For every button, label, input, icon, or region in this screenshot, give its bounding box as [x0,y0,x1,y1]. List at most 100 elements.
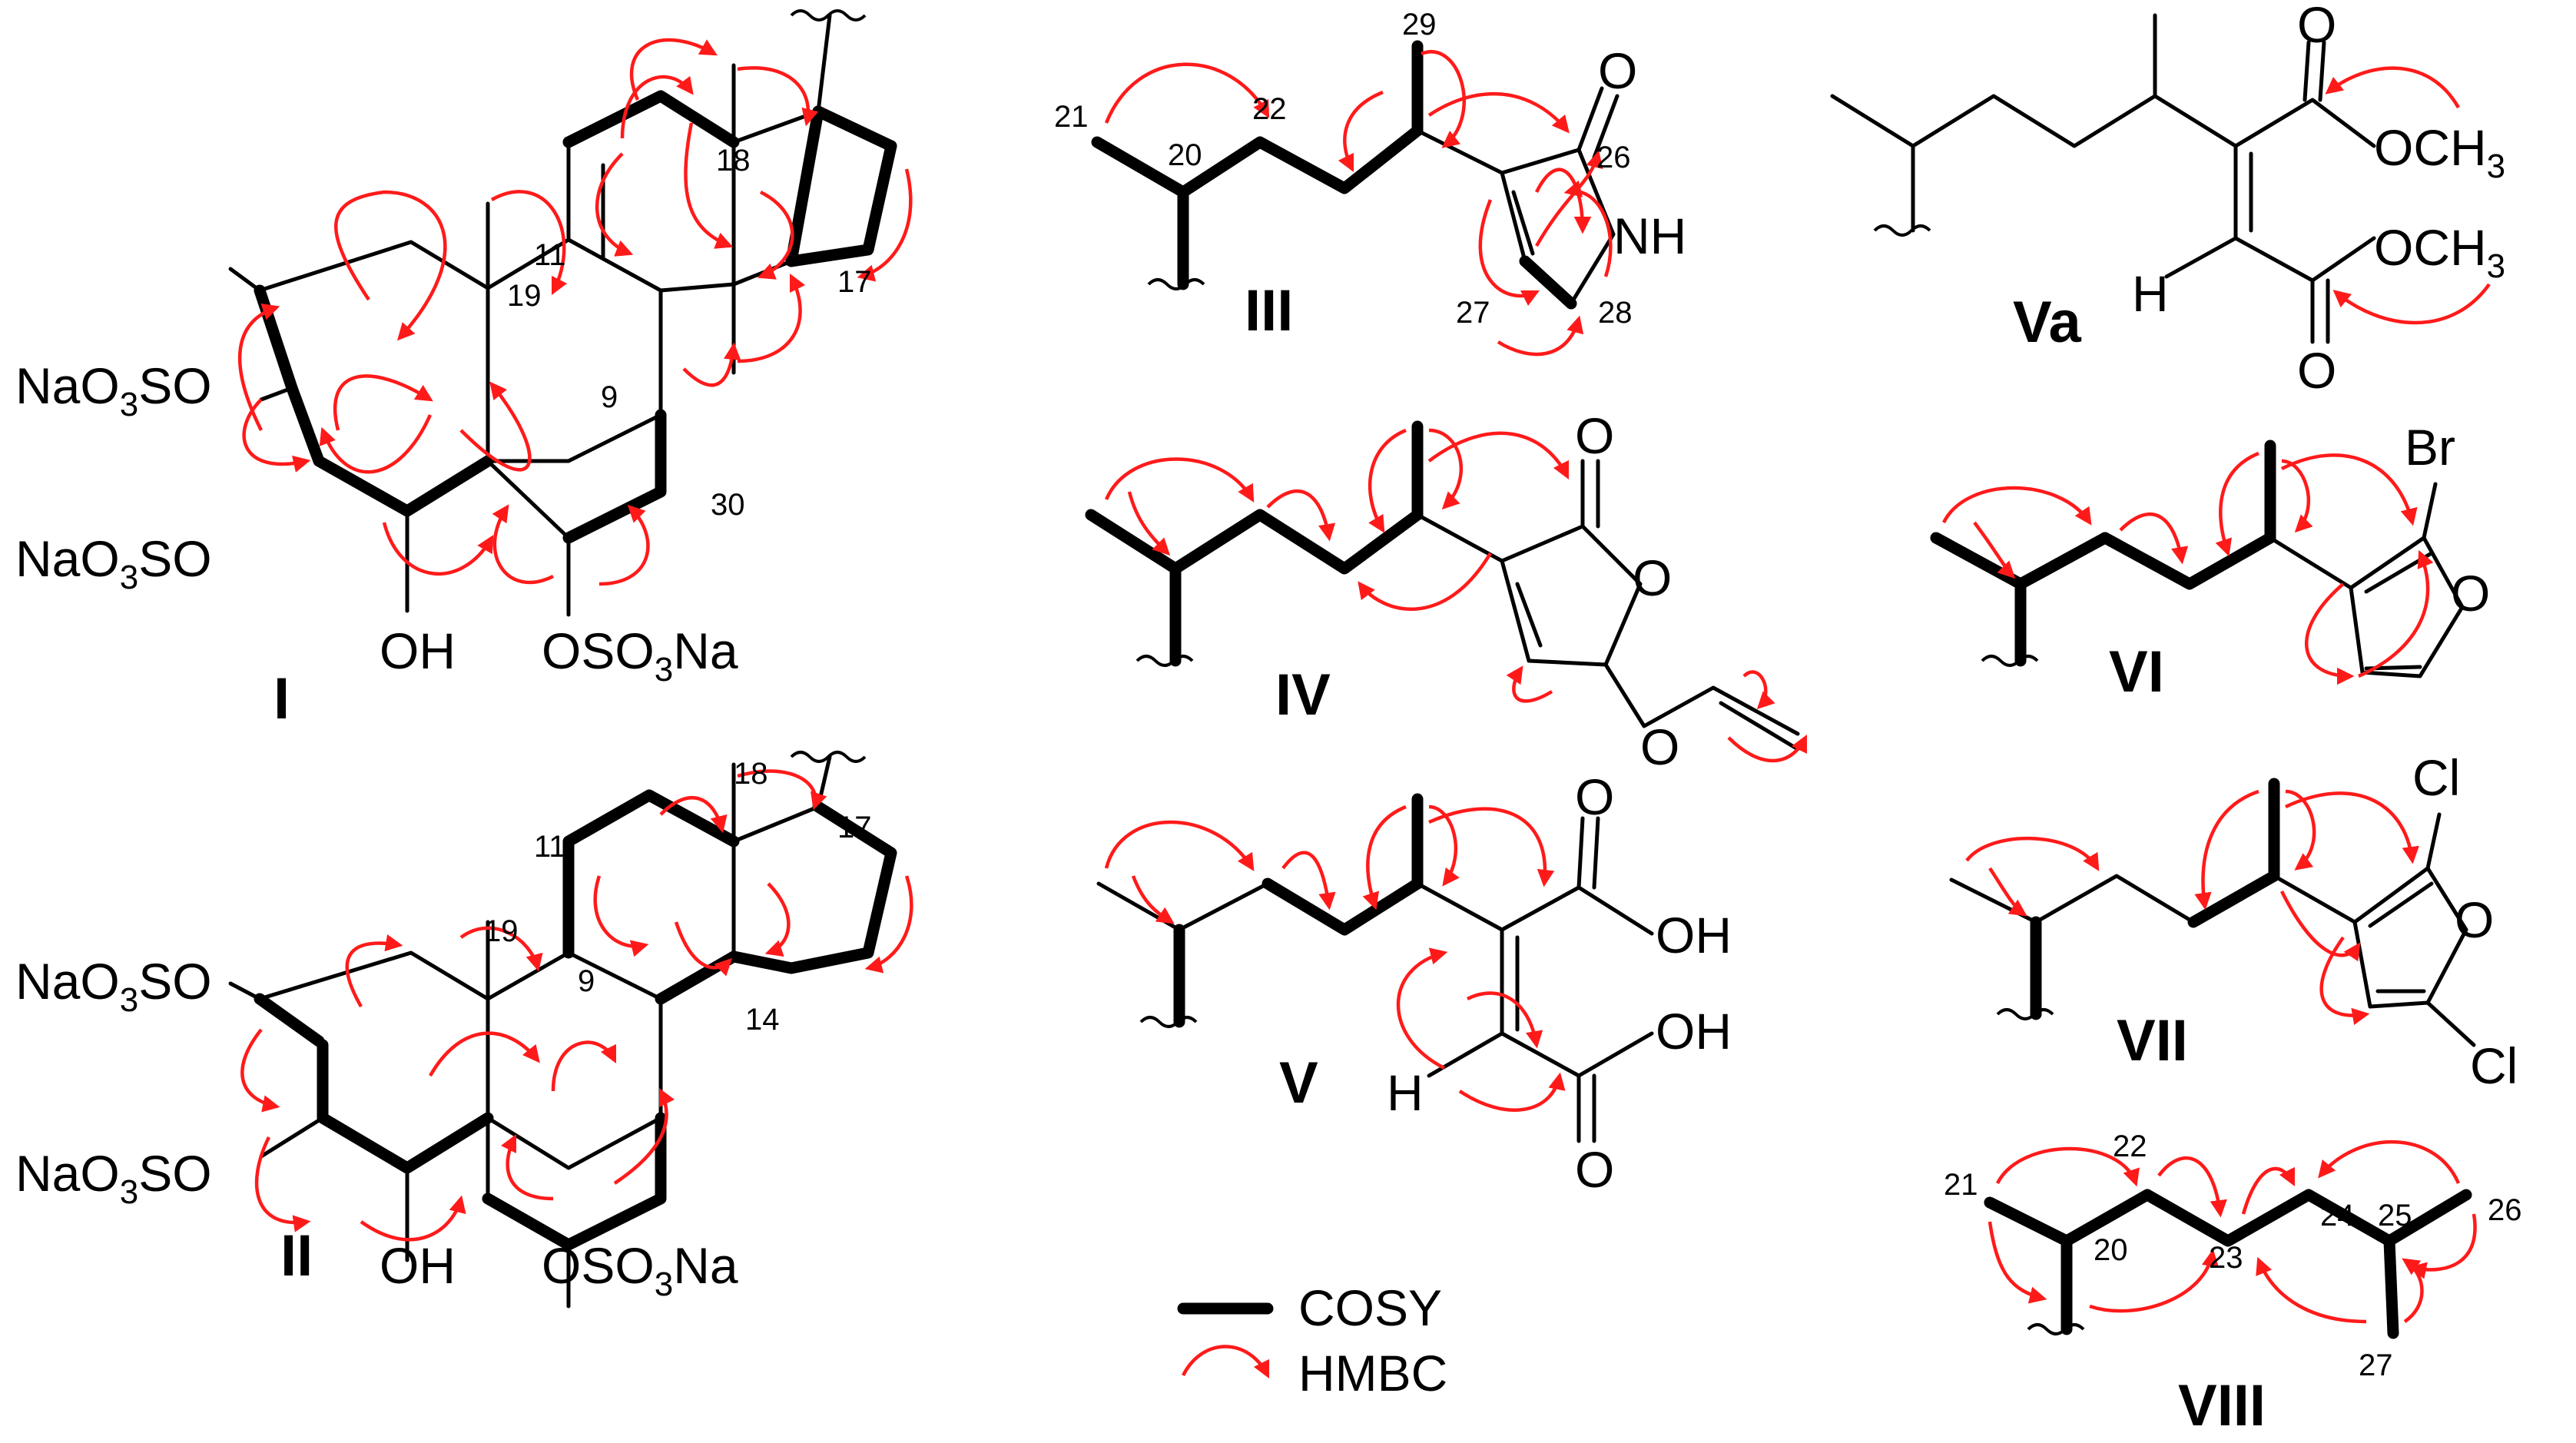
compound-vi-br: Br [2405,419,2455,476]
legend-hmbc-swatch [1181,1345,1270,1379]
compound-viii-c24: 24 [2320,1199,2355,1232]
compound-viii-c20: 20 [2094,1233,2128,1267]
compound-ii-c17: 17 [837,811,872,844]
compound-viii-c27: 27 [2359,1348,2393,1382]
compound-v-text: O OH OH O H V [1279,768,1732,1198]
compound-viii-c23: 23 [2209,1241,2243,1275]
compound-ii-c9: 9 [578,964,595,998]
compound-i-c9: 9 [601,380,618,414]
compound-i-hydroxyl: OH [380,622,456,679]
compound-va-o-bottom: O [2297,342,2336,399]
compound-va-o-top: O [2297,0,2336,53]
compound-vii: Cl O Cl VII [1949,749,2518,1094]
legend: COSY HMBC [1177,1279,1447,1402]
compound-vii-label: VII [2117,1008,2188,1073]
compound-v-label: V [1279,1050,1318,1116]
compound-vi-hmbc-arrows [1941,451,2434,685]
compound-viii: 21 22 20 23 24 25 26 27 VIII [1944,1130,2522,1438]
compound-i-c19: 19 [507,279,542,313]
compound-v-o-bottom: O [1575,1141,1614,1198]
compound-iii-hmbc-arrows [1104,50,1613,357]
compound-iv-ether-o: O [1640,718,1679,775]
compound-i-c30: 30 [711,488,745,522]
compound-vi: Br O VI [1930,419,2490,705]
compound-iii-nh: NH [1613,207,1686,264]
compound-i-top-sulfate: NaO3SO [15,357,212,423]
compound-i-ring-sulfate: OSO3Na [542,622,738,688]
compound-vii-text: Cl O Cl VII [2117,749,2518,1094]
compound-va-ome-top: OCH3 [2374,119,2505,185]
compound-iv-carbonyl-o: O [1575,407,1614,464]
compound-ii-hydroxyl: OH [380,1237,456,1294]
compound-v-oh-bottom: OH [1656,1003,1732,1060]
compound-i-text: NaO3SO NaO3SO OH OSO3Na 11 19 18 9 17 30… [15,144,872,731]
compound-iii-label: III [1245,278,1293,343]
compound-va-skeleton [1830,13,2376,344]
compound-iii-carbonyl-o: O [1598,42,1637,99]
compound-va-hmbc-arrows [2325,66,2491,325]
compound-v-skeleton [1096,793,1654,1143]
compound-i-hmbc-arrows [237,38,913,586]
compound-vi-text: Br O VI [2109,419,2490,705]
compound-i-skeleton [228,9,897,617]
compound-v-hmbc-arrows [1104,804,1566,1112]
legend-cosy-label: COSY [1298,1279,1442,1336]
compound-ii-bottom-sulfate: NaO3SO [15,1145,212,1211]
compound-ii-c18: 18 [734,757,768,791]
compound-iii-skeleton [1091,40,1620,310]
compound-i: NaO3SO NaO3SO OH OSO3Na 11 19 18 9 17 30… [15,9,913,731]
compound-v-oh-top: OH [1656,907,1732,964]
compound-viii-skeleton [1984,1189,2472,1339]
compound-ii: NaO3SO NaO3SO OH OSO3Na 11 19 18 9 17 14… [15,751,913,1309]
compound-iii-c27: 27 [1456,296,1490,330]
compound-ii-ring-sulfate: OSO3Na [542,1237,738,1303]
compound-v-o-top: O [1575,768,1614,825]
compound-v: O OH OH O H V [1096,768,1732,1198]
compound-vii-skeleton [1949,778,2476,1047]
legend-hmbc-label: HMBC [1298,1345,1447,1402]
compound-viii-c22: 22 [2113,1130,2147,1163]
compound-vi-label: VI [2109,639,2164,705]
compound-va-h: H [2132,265,2169,322]
compound-i-c18: 18 [716,144,751,177]
compound-iii-c28: 28 [1598,296,1633,330]
compound-iv-text: O O O IV [1275,407,1679,775]
compound-iv: O O O IV [1085,407,1808,775]
compound-i-bottom-sulfate: NaO3SO [15,530,212,596]
compound-viii-text: 21 22 20 23 24 25 26 27 VIII [1944,1130,2522,1438]
compound-viii-hmbc-arrows [1988,1140,2477,1324]
compound-i-c11: 11 [534,238,566,272]
compound-i-c17: 17 [837,265,872,299]
compound-ii-text: NaO3SO NaO3SO OH OSO3Na 11 19 18 9 17 14… [15,757,872,1303]
compound-ii-c14: 14 [745,1003,780,1037]
compound-vi-ring-o: O [2451,565,2490,622]
compound-iv-hmbc-arrows [1104,428,1808,763]
compound-iii-c21: 21 [1054,100,1089,134]
compound-va-label: Va [2013,290,2081,355]
compound-vii-cl-top: Cl [2412,749,2460,806]
compound-iii-c22: 22 [1252,92,1287,126]
compound-iii-c29: 29 [1402,8,1437,41]
compound-iii-c26: 26 [1596,141,1631,174]
compound-ii-label: II [280,1223,313,1289]
compound-va-ome-bottom: OCH3 [2374,219,2505,285]
compound-vi-skeleton [1930,440,2465,678]
compound-iii-c20: 20 [1168,138,1202,172]
compound-viii-label: VIII [2178,1373,2266,1438]
compound-vii-ring-o: O [2455,891,2494,948]
compound-viii-c26: 26 [2488,1193,2522,1227]
compound-iv-skeleton [1085,420,1800,751]
compound-iv-ring-o: O [1633,549,1672,606]
compound-vii-hmbc-arrows [1965,789,2419,1026]
compound-va: O OCH3 OCH3 O H Va [1830,0,2505,399]
compound-iii: 21 20 22 29 26 27 28 O NH III [1054,8,1686,357]
compound-viii-c21: 21 [1944,1168,1978,1202]
compound-ii-top-sulfate: NaO3SO [15,953,212,1019]
compound-vii-cl-bottom: Cl [2470,1037,2518,1094]
compound-va-text: O OCH3 OCH3 O H Va [2013,0,2505,399]
compound-i-label: I [274,666,290,731]
compound-viii-c25: 25 [2378,1199,2412,1232]
compound-iv-label: IV [1275,662,1331,728]
